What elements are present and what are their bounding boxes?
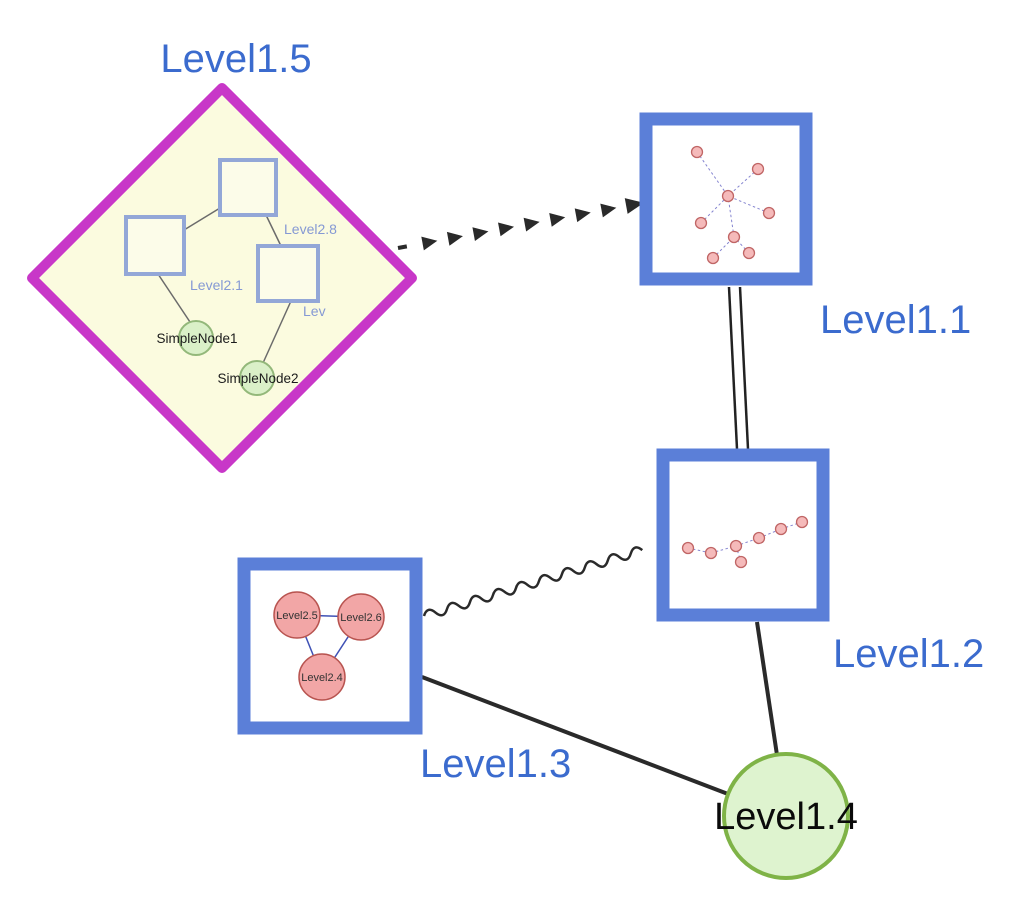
- node-level2-x[interactable]: [256, 244, 320, 303]
- node-label-level2-6: Level2.6: [340, 612, 382, 624]
- level1-1-mini-graph: [690, 145, 776, 265]
- edge-level21-to-simplenode1[interactable]: [157, 273, 191, 323]
- edge-level11-to-level12[interactable]: [727, 286, 750, 450]
- node-label-level1-4: Level1.4: [714, 796, 858, 838]
- edge-level28-to-lev[interactable]: [265, 214, 282, 247]
- level1-5-diamond-shape[interactable]: [27, 83, 417, 473]
- node-level1-1: Level1.1: [639, 112, 971, 342]
- node-level1-5: Level1.5 Level2.8 Level2.1 Lev SimpleNod…: [27, 37, 417, 473]
- mini-edge[interactable]: [727, 168, 759, 197]
- mini-node[interactable]: [751, 162, 765, 176]
- edge-level13-to-level12[interactable]: [422, 546, 644, 621]
- mini-node[interactable]: [727, 230, 741, 244]
- mini-node[interactable]: [721, 189, 735, 203]
- node-label-level1-2: Level1.2: [833, 632, 984, 676]
- mini-edge[interactable]: [727, 195, 770, 214]
- arrowhead-icon: [574, 208, 591, 223]
- level1-3-mini-graph: Level2.5 Level2.6 Level2.4: [273, 591, 385, 701]
- node-label-level2-8: Level2.8: [284, 221, 337, 237]
- arrowhead-icon: [523, 217, 540, 232]
- level1-2-mini-graph: [681, 515, 809, 569]
- mini-edge[interactable]: [687, 547, 712, 554]
- node-label-simplenode2: SimpleNode2: [217, 371, 298, 386]
- arrowhead-icon: [624, 198, 644, 214]
- node-level1-3: Level2.5 Level2.6 Level2.4 Level1.3: [237, 557, 571, 786]
- node-label-level1-1: Level1.1: [820, 298, 971, 342]
- arrowhead-icon: [446, 231, 463, 246]
- mini-edge[interactable]: [700, 195, 729, 224]
- node-label-level2-x: Lev: [303, 303, 326, 319]
- mini-node[interactable]: [742, 246, 756, 260]
- mini-node[interactable]: [762, 206, 776, 220]
- node-level2-6[interactable]: [337, 593, 385, 641]
- node-label-level2-4: Level2.4: [301, 672, 343, 684]
- node-level2-8[interactable]: [218, 158, 278, 217]
- node-level2-1[interactable]: [124, 215, 186, 276]
- mini-edge[interactable]: [758, 528, 782, 539]
- mini-edge[interactable]: [780, 521, 803, 530]
- arrowhead-icon: [600, 203, 617, 218]
- node-level2-5[interactable]: [273, 591, 321, 639]
- level1-4-circle-shape[interactable]: [722, 752, 850, 880]
- mini-node[interactable]: [795, 515, 809, 529]
- mini-node[interactable]: [704, 546, 718, 560]
- mini-edge[interactable]: [727, 195, 735, 238]
- arrowhead-icon: [549, 213, 566, 227]
- node-label-level1-3: Level1.3: [420, 742, 571, 786]
- double-line-right: [738, 286, 750, 450]
- mini-node[interactable]: [694, 216, 708, 230]
- node-level1-4: Level1.4: [714, 752, 858, 880]
- mini-node[interactable]: [706, 251, 720, 265]
- arrowhead-icon: [472, 227, 489, 241]
- node-label-level2-5: Level2.5: [276, 610, 318, 622]
- edge-level12-to-level14[interactable]: [755, 621, 779, 756]
- node-label-simplenode1: SimpleNode1: [156, 331, 237, 346]
- mini-edge[interactable]: [696, 151, 729, 197]
- level1-2-square-shape[interactable]: [656, 448, 830, 622]
- arrowhead-icon: [421, 236, 438, 251]
- mini-node[interactable]: [752, 531, 766, 545]
- edge-level15-to-level11[interactable]: [397, 195, 645, 251]
- mini-node[interactable]: [734, 555, 748, 569]
- mini-node[interactable]: [729, 539, 743, 553]
- arrowhead-icon: [498, 222, 515, 237]
- node-level2-4[interactable]: [298, 653, 346, 701]
- node-simplenode1[interactable]: [178, 320, 214, 356]
- mini-node[interactable]: [690, 145, 704, 159]
- level1-3-square-shape[interactable]: [237, 557, 423, 735]
- edge-level28-to-level21[interactable]: [183, 207, 221, 231]
- node-label-level1-5: Level1.5: [160, 37, 311, 81]
- mini-edge[interactable]: [733, 236, 750, 254]
- node-simplenode2[interactable]: [239, 360, 275, 396]
- node-label-level2-1: Level2.1: [190, 277, 243, 293]
- edge-level13-to-level14[interactable]: [421, 675, 729, 796]
- mini-node[interactable]: [774, 522, 788, 536]
- edge-lev-to-simplenode2[interactable]: [262, 300, 292, 364]
- node-level1-2: Level1.2: [656, 448, 984, 676]
- double-line-left: [727, 286, 739, 450]
- mini-node[interactable]: [681, 541, 695, 555]
